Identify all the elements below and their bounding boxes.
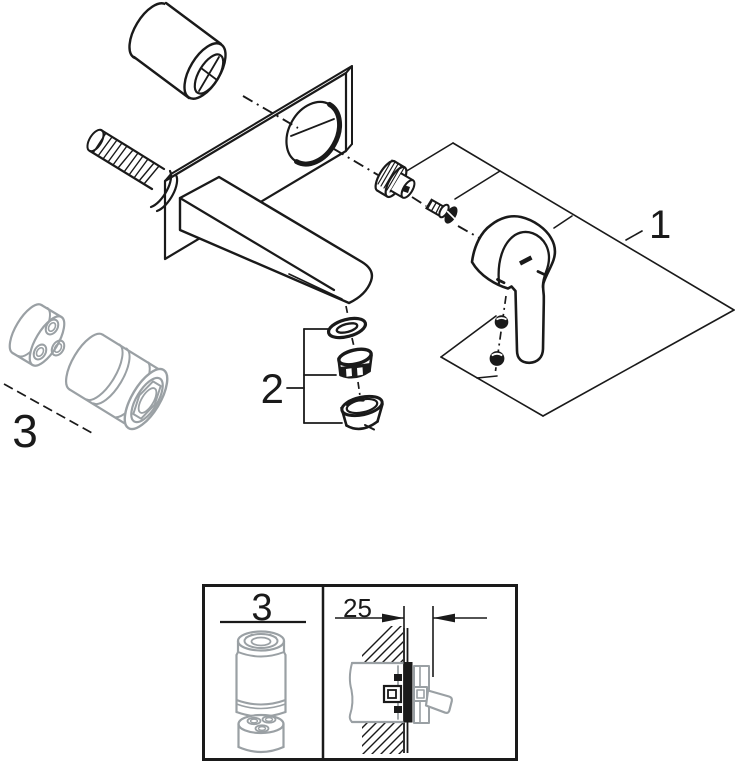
housing-thread-shadow bbox=[345, 397, 365, 407]
threaded-nipple bbox=[86, 128, 179, 213]
flange-holes bbox=[32, 318, 66, 361]
lever-handle bbox=[470, 214, 557, 365]
thread-hatching bbox=[92, 132, 160, 185]
spout-underside-edge bbox=[288, 273, 343, 300]
inset-part3-panel: 3 bbox=[220, 587, 306, 754]
inset-box: 3 bbox=[202, 584, 518, 761]
handle-cap bbox=[128, 1, 227, 100]
escutcheon-section bbox=[403, 662, 413, 723]
part1-label: 1 bbox=[649, 203, 671, 247]
handle-screw bbox=[425, 198, 458, 224]
hex-socket bbox=[132, 380, 162, 420]
part2-label: 2 bbox=[261, 365, 284, 412]
leader-line-part1 bbox=[625, 230, 643, 241]
adapter-square-socket bbox=[402, 185, 410, 193]
part2-bracket bbox=[286, 328, 343, 424]
inset-lever-stub bbox=[424, 689, 454, 714]
aerator-insert bbox=[337, 347, 373, 379]
nipple-collar bbox=[149, 169, 179, 213]
handle-face-crease bbox=[497, 230, 551, 290]
aerator-washer bbox=[326, 316, 368, 340]
aerator-housing bbox=[340, 394, 384, 431]
knurl-lines bbox=[377, 159, 405, 193]
assembly-plane-outline bbox=[404, 142, 735, 417]
plane-tick-plug bbox=[476, 375, 498, 379]
set-screw-balls bbox=[489, 295, 509, 372]
spout bbox=[178, 175, 374, 305]
inset-lever-mount bbox=[413, 665, 454, 724]
cartridge-adapter bbox=[374, 159, 416, 199]
connector-part3 bbox=[8, 303, 169, 431]
part3-label: 3 bbox=[12, 405, 38, 457]
plane-tick-screw bbox=[454, 170, 501, 200]
break-line bbox=[348, 662, 354, 723]
inset-dimension-panel: 25 bbox=[335, 593, 487, 754]
inset-part3-label: 3 bbox=[251, 587, 272, 629]
cap-cross-mark bbox=[198, 56, 220, 92]
dimension-arrows bbox=[335, 606, 487, 677]
handle-slot-mark bbox=[519, 255, 533, 266]
part3-leader bbox=[3, 383, 93, 434]
plane-tick-handle bbox=[553, 215, 573, 229]
